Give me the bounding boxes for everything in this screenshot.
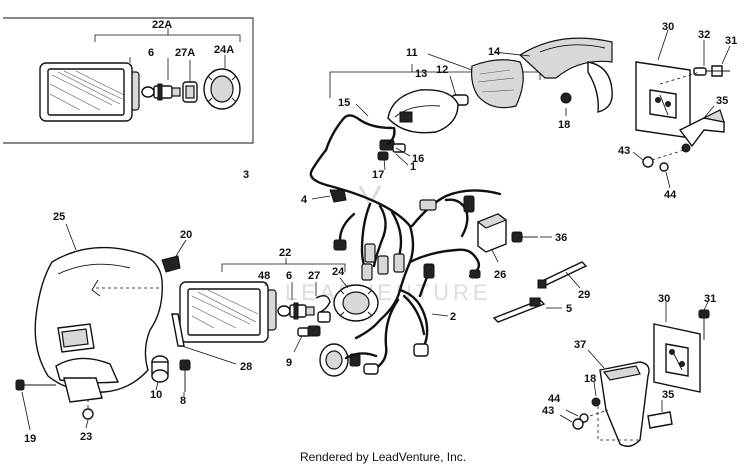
- relay-26: [476, 213, 508, 263]
- license-bracket-bottom: [559, 301, 710, 447]
- callout-44-bottom: 44: [548, 393, 561, 405]
- callout-19: 19: [24, 433, 36, 445]
- callout-26: 26: [494, 269, 506, 281]
- callout-12: 12: [436, 64, 448, 76]
- tail-lens: [471, 59, 524, 109]
- callout-10: 10: [150, 389, 162, 401]
- screw-19: [15, 379, 56, 431]
- fairing-body: [34, 246, 163, 393]
- callout-35-top: 35: [716, 95, 728, 107]
- nut-43-top: [642, 156, 654, 168]
- footer-credit: Rendered by LeadVenture, Inc.: [300, 450, 466, 464]
- headlight-bulb: [277, 302, 315, 320]
- callout-43-top: 43: [618, 145, 630, 157]
- callout-43-bottom: 43: [542, 405, 554, 417]
- cable-tie-5: [492, 297, 562, 323]
- callout-5: 5: [566, 303, 572, 315]
- callout-31-bottom: 31: [704, 293, 716, 305]
- nut-23: [82, 396, 94, 429]
- clip-4: [311, 189, 347, 203]
- callout-3: 3: [243, 169, 249, 181]
- spacer-10: [151, 355, 169, 391]
- inset-label-24a: 24A: [214, 44, 234, 56]
- inset-socket: [182, 81, 198, 103]
- callout-37: 37: [574, 339, 586, 351]
- callout-1: 1: [410, 161, 416, 173]
- callout-27: 27: [308, 270, 320, 282]
- callout-23: 23: [80, 431, 92, 443]
- bracket-37: [599, 361, 650, 447]
- inset-22a: 22A 6 27A 24A: [3, 17, 254, 144]
- callout-17: 17: [372, 169, 384, 181]
- callout-4: 4: [301, 194, 308, 206]
- callout-15: 15: [338, 97, 350, 109]
- callout-9: 9: [286, 357, 292, 369]
- inset-label-27a: 27A: [175, 47, 195, 59]
- callout-36: 36: [555, 232, 567, 244]
- front-fairing: [15, 223, 191, 431]
- callout-24: 24: [332, 266, 345, 278]
- inset-cover: [203, 68, 241, 110]
- callout-14: 14: [488, 46, 501, 58]
- headlight-cover: [333, 284, 379, 322]
- callout-2: 2: [450, 311, 456, 323]
- wiring-harness: [309, 148, 502, 375]
- headlight-assembly: [171, 258, 379, 377]
- bolt-8: [179, 359, 191, 396]
- rear-fender: [519, 37, 613, 79]
- clip-20: [161, 255, 181, 273]
- callout-48: 48: [258, 270, 270, 282]
- tail-housing: [387, 89, 459, 134]
- washer-32: [693, 67, 707, 76]
- callout-18-bottom: 18: [584, 373, 596, 385]
- callout-28: 28: [240, 361, 252, 373]
- callout-18-top: 18: [558, 119, 570, 131]
- callout-labels: 11 14 13 12 15 16 1 17 3 4 30 32 31 35 1…: [24, 21, 737, 445]
- nut-18-bottom: [591, 397, 601, 407]
- inset-label-6: 6: [148, 47, 154, 59]
- callout-44-top: 44: [664, 189, 677, 201]
- callout-8: 8: [180, 395, 186, 407]
- screw-28: [171, 313, 185, 347]
- bolt-36: [511, 231, 552, 243]
- callout-6: 6: [286, 270, 292, 282]
- callout-25: 25: [53, 211, 65, 223]
- tail-assembly: [324, 37, 613, 171]
- callout-31-top: 31: [725, 35, 737, 47]
- callout-35-bottom: 35: [662, 389, 674, 401]
- callout-30-bottom: 30: [658, 293, 670, 305]
- cable-tie-29: [537, 261, 588, 289]
- license-bracket-top: [632, 29, 731, 189]
- callout-32: 32: [698, 29, 710, 41]
- callout-30-top: 30: [662, 21, 674, 33]
- callout-20: 20: [180, 229, 192, 241]
- callout-16: 16: [412, 153, 424, 165]
- callout-13: 13: [415, 68, 427, 80]
- inset-bulb: [141, 83, 181, 101]
- callout-11: 11: [406, 47, 418, 59]
- lower-socket: [319, 343, 378, 377]
- nut-18-top: [560, 92, 572, 104]
- callout-29: 29: [578, 289, 590, 301]
- inset-label-22a: 22A: [152, 19, 172, 31]
- callout-22: 22: [279, 247, 291, 259]
